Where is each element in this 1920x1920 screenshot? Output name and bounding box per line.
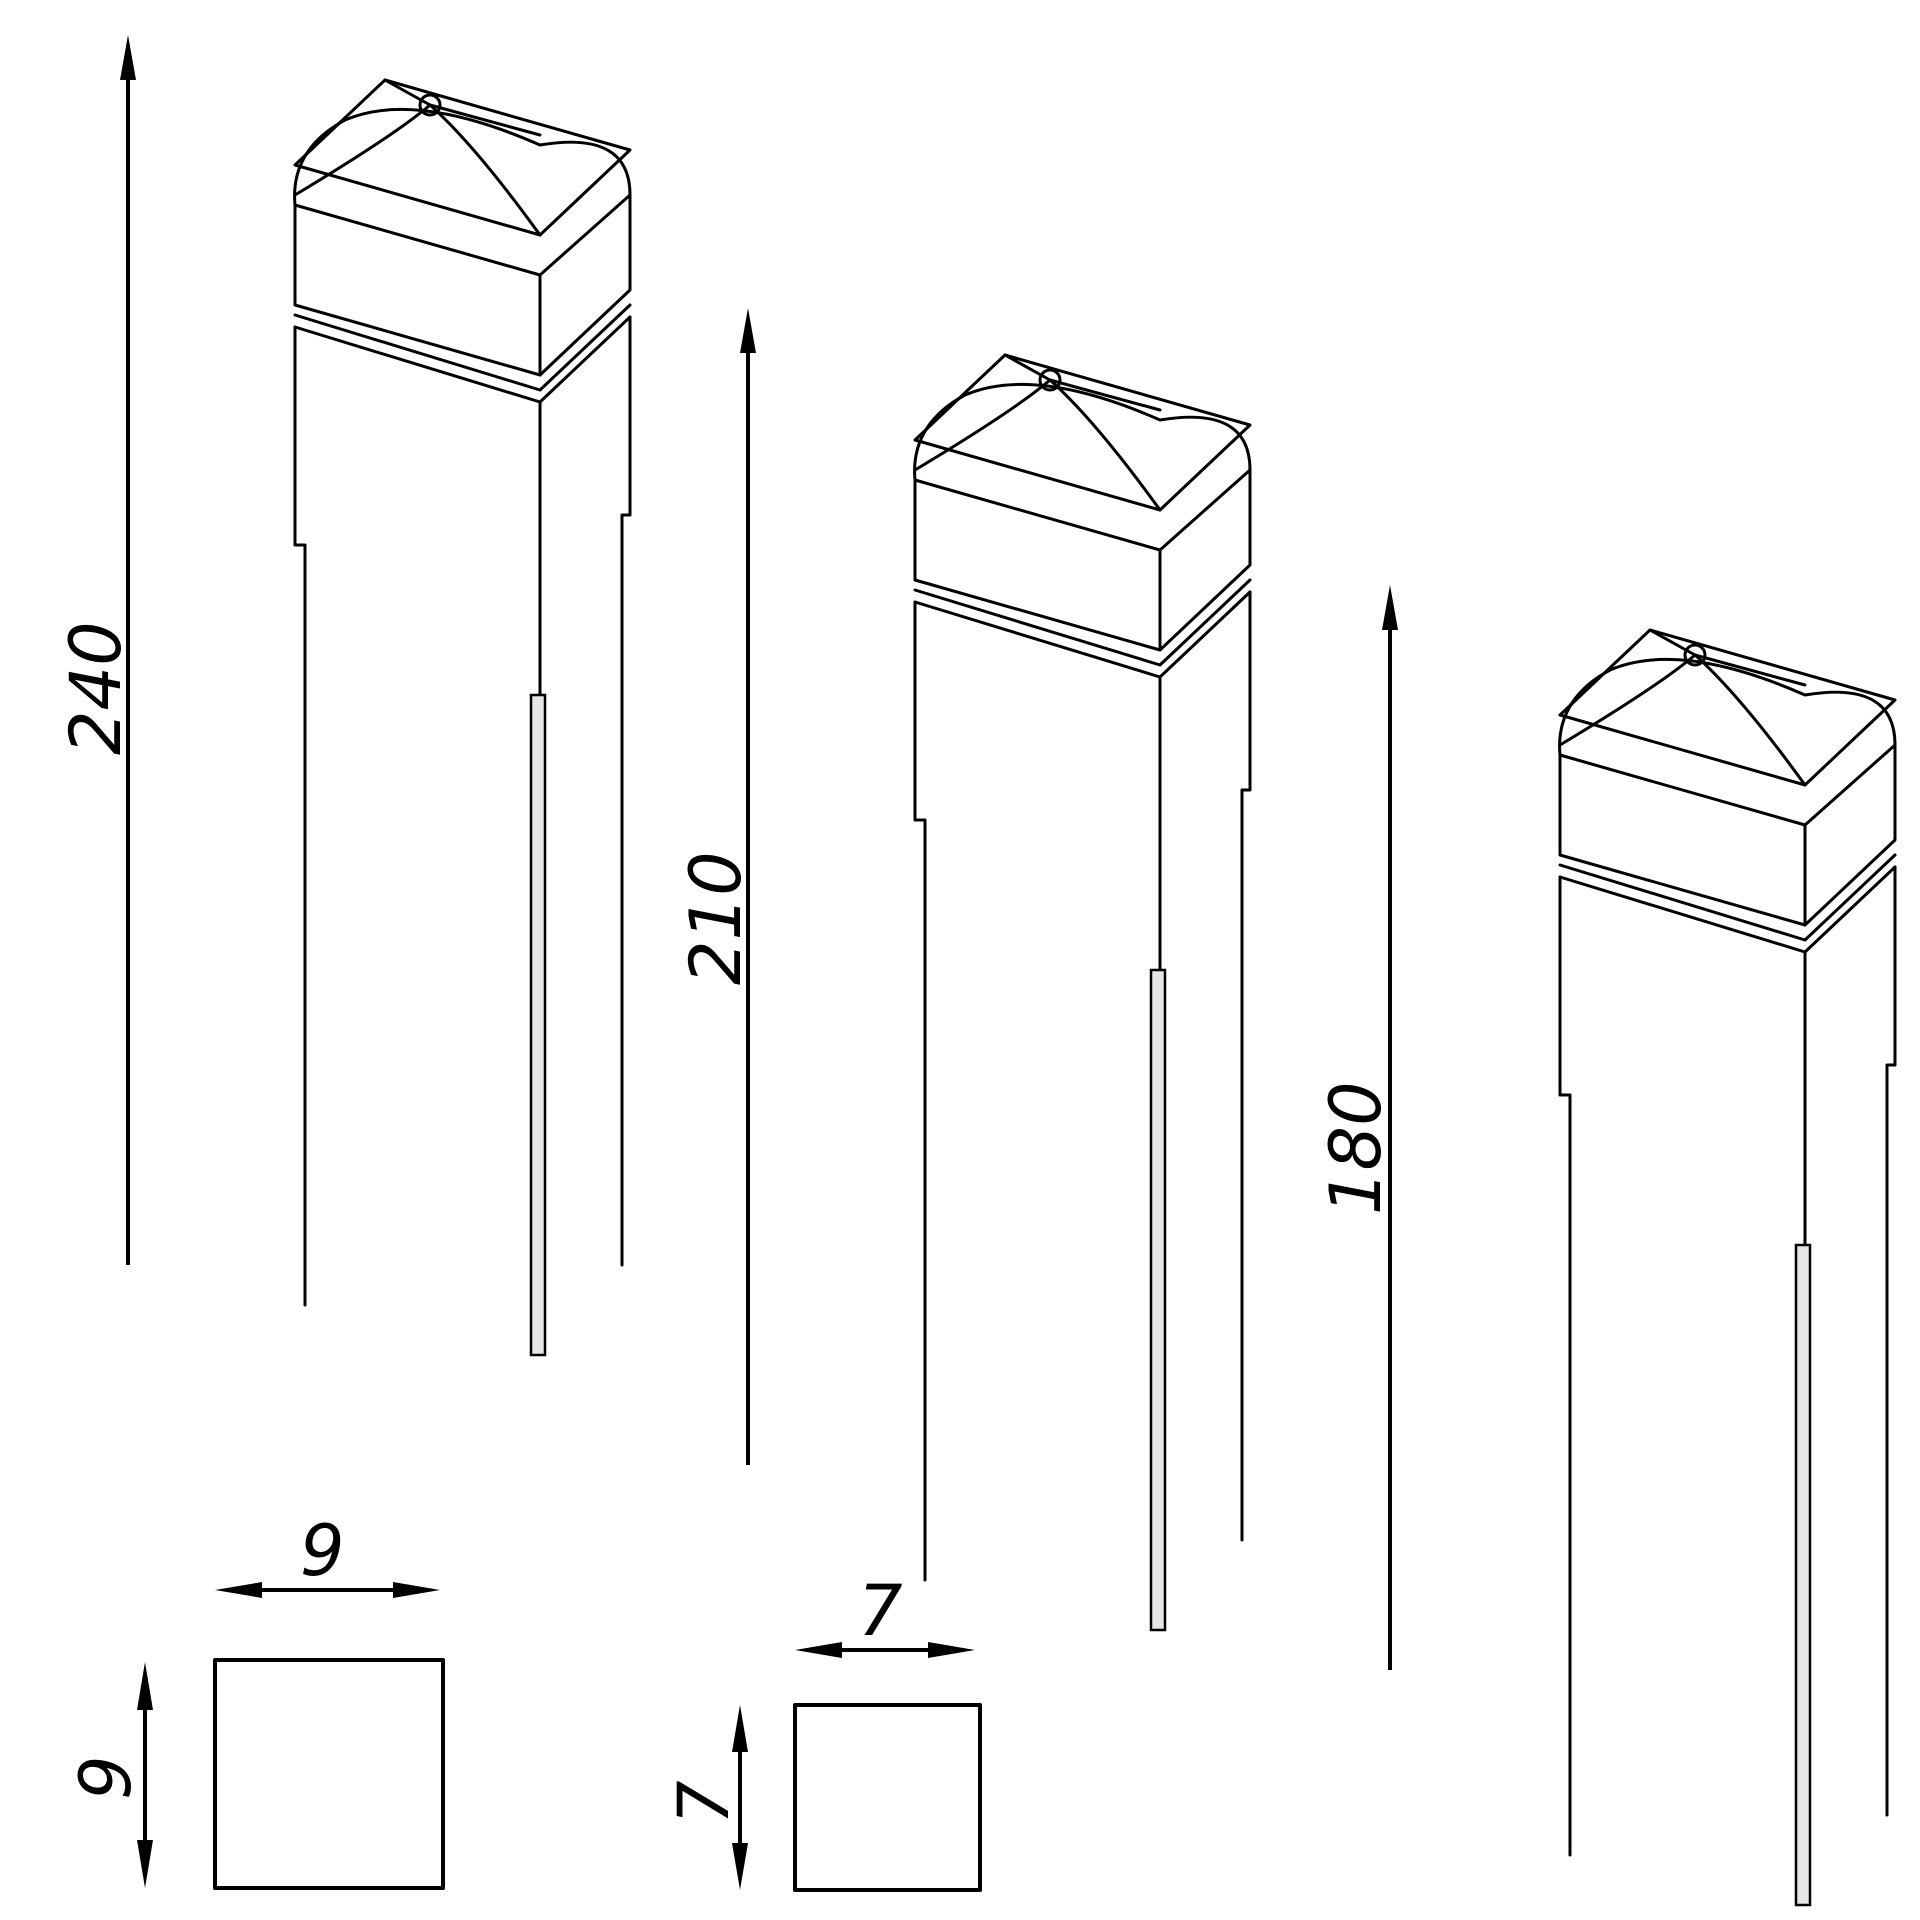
- arrow-up-icon: [1382, 585, 1398, 630]
- arrow-down-icon: [732, 1843, 748, 1890]
- height-label-240: 240: [55, 621, 137, 755]
- post-210: [913, 353, 1252, 1632]
- height-label-210: 210: [675, 851, 757, 985]
- height-dimension-210: 210: [675, 308, 757, 1465]
- width-label-9: 9: [300, 1510, 345, 1592]
- post-240-group: 240: [55, 35, 632, 1357]
- arrow-left-icon: [795, 1642, 842, 1658]
- section-square: [213, 1658, 445, 1890]
- arrow-down-icon: [137, 1840, 153, 1888]
- arrow-right-icon: [928, 1642, 975, 1658]
- section-7x7: 7 7: [663, 1570, 982, 1892]
- arrow-left-icon: [215, 1582, 262, 1598]
- section-9x9: 9 9: [65, 1510, 445, 1890]
- arrow-up-icon: [740, 308, 756, 353]
- height-label-180: 180: [1315, 1081, 1397, 1215]
- arrow-up-icon: [120, 35, 136, 80]
- arrow-right-icon: [393, 1582, 440, 1598]
- width-label-7: 7: [858, 1570, 903, 1652]
- height-dimension-240: 240: [55, 35, 137, 1265]
- section-square: [793, 1703, 982, 1892]
- arrow-up-icon: [732, 1705, 748, 1752]
- post-180: [1558, 628, 1897, 1907]
- arrow-up-icon: [137, 1662, 153, 1710]
- height-label-7: 7: [663, 1780, 745, 1825]
- post-210-group: 210: [675, 308, 1252, 1632]
- height-label-9: 9: [65, 1755, 147, 1800]
- post-240: [293, 78, 632, 1357]
- post-180-group: 180: [1315, 585, 1897, 1907]
- height-dimension-180: 180: [1315, 585, 1398, 1670]
